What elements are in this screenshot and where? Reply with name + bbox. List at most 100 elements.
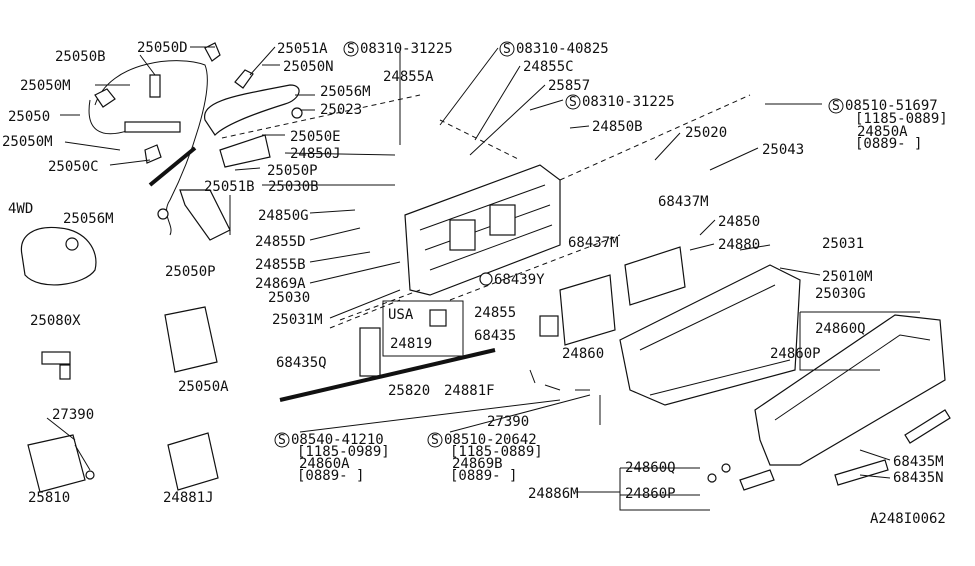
label-25050C: 25050C — [48, 159, 99, 175]
label-25056M: 25056M — [320, 84, 371, 100]
label-24850B: 24850B — [592, 119, 643, 135]
label-25030: 25030 — [268, 290, 310, 306]
label-25810: 25810 — [28, 490, 70, 506]
label-27390: 27390 — [52, 407, 94, 423]
label-date-range: [0889- ] — [855, 136, 922, 152]
label-24819: 24819 — [390, 336, 432, 352]
screw-symbol: S — [503, 42, 511, 57]
label-25023: 25023 — [320, 102, 362, 118]
label-25050N: 25050N — [283, 59, 334, 75]
screw-symbol: S — [832, 99, 840, 114]
label-24850A: 24850A — [857, 124, 908, 140]
label-4wd: 4WD — [8, 201, 33, 217]
grommet-icon — [479, 272, 493, 286]
strip-68435Q — [359, 327, 381, 377]
label-68437M: 68437M — [658, 194, 709, 210]
gasket-24881J — [167, 432, 219, 491]
screw-symbol: S — [347, 42, 355, 57]
label-25050B: 25050B — [55, 49, 106, 65]
screw-symbol: S — [431, 433, 439, 448]
label-24869B: 24869B — [452, 456, 503, 472]
screw-symbol-icon — [343, 41, 359, 57]
label-date-range: [1185-0889] — [855, 111, 948, 127]
label-25050P: 25050P — [165, 264, 216, 280]
label-25857: 25857 — [548, 78, 590, 94]
label-25010M: 25010M — [822, 269, 873, 285]
wd-bracket-25056M — [20, 226, 97, 286]
cluster-housing-25030 — [404, 164, 561, 296]
label-24881F: 24881F — [444, 383, 495, 399]
label-24886M: 24886M — [528, 486, 579, 502]
label-25051A: 25051A — [277, 41, 328, 57]
label-24880: 24880 — [718, 237, 760, 253]
label-24860Q: 24860Q — [625, 460, 676, 476]
label-68435Q: 68435Q — [276, 355, 327, 371]
label-25031M: 25031M — [272, 312, 323, 328]
label-68435N: 68435N — [893, 470, 944, 486]
direction-arrows — [148, 146, 496, 402]
label-24860: 24860 — [562, 346, 604, 362]
label-24855D: 24855D — [255, 234, 306, 250]
label-25056M: 25056M — [63, 211, 114, 227]
plate-25810 — [27, 434, 95, 493]
label-24860Q: 24860Q — [815, 321, 866, 337]
label-24855: 24855 — [474, 305, 516, 321]
switch-parts-24886M — [707, 463, 775, 491]
label-68435: 68435 — [474, 328, 516, 344]
label-24860A: 24860A — [299, 456, 350, 472]
screw-symbol-icon — [828, 98, 844, 114]
part-labels: 25050D 25050B 25051A S 08310-31225 S 083… — [2, 40, 948, 527]
label-27390: 27390 — [487, 414, 529, 430]
label-24860P: 24860P — [625, 486, 676, 502]
screw-symbol: S — [569, 95, 577, 110]
label-25050M: 25050M — [20, 78, 71, 94]
label-25043: 25043 — [762, 142, 804, 158]
label-68435M: 68435M — [893, 454, 944, 470]
sensor-25080X — [41, 351, 71, 380]
label-08510-51697: 08510-51697 — [845, 98, 938, 114]
leader-lines — [46, 46, 920, 511]
label-25030B: 25030B — [268, 179, 319, 195]
label-usa: USA — [388, 307, 414, 323]
dashed-guides — [221, 94, 751, 329]
cable-clamp-parts — [179, 69, 303, 241]
label-08540-41210: 08540-41210 — [291, 432, 384, 448]
label-08310-31225: 08310-31225 — [360, 41, 453, 57]
instrument-gauges — [539, 246, 686, 346]
screw-symbol-icon — [427, 432, 443, 448]
usa-box — [382, 300, 464, 357]
label-25050E: 25050E — [290, 129, 341, 145]
screw-symbol-icon — [499, 41, 515, 57]
screw-symbol-icon — [565, 94, 581, 110]
label-25050: 25050 — [8, 109, 50, 125]
label-25020: 25020 — [685, 125, 727, 141]
label-date-range: [1185-0889] — [450, 444, 543, 460]
label-25050P: 25050P — [267, 163, 318, 179]
label-68437M: 68437M — [568, 235, 619, 251]
label-08310-31225: 08310-31225 — [582, 94, 675, 110]
label-25051B: 25051B — [204, 179, 255, 195]
label-date-range: [0889- ] — [297, 468, 364, 484]
label-24860P: 24860P — [770, 346, 821, 362]
label-25030G: 25030G — [815, 286, 866, 302]
label-25050A: 25050A — [178, 379, 229, 395]
label-date-range: [1185-0989] — [297, 444, 390, 460]
label-25820: 25820 — [388, 383, 430, 399]
speedometer-cable-assembly — [88, 42, 221, 236]
label-25050M: 25050M — [2, 134, 53, 150]
screw-symbol-icon — [274, 432, 290, 448]
cluster-lens-25031 — [619, 264, 801, 406]
label-25080X: 25080X — [30, 313, 81, 329]
screw-symbol: S — [278, 433, 286, 448]
label-24869A: 24869A — [255, 276, 306, 292]
label-08310-40825: 08310-40825 — [516, 41, 609, 57]
label-24855B: 24855B — [255, 257, 306, 273]
label-25050D: 25050D — [137, 40, 188, 56]
label-24850G: 24850G — [258, 208, 309, 224]
label-25031: 25031 — [822, 236, 864, 252]
label-24855C: 24855C — [523, 59, 574, 75]
drawing-code: A248I0062 — [870, 511, 946, 527]
label-24855A: 24855A — [383, 69, 434, 85]
